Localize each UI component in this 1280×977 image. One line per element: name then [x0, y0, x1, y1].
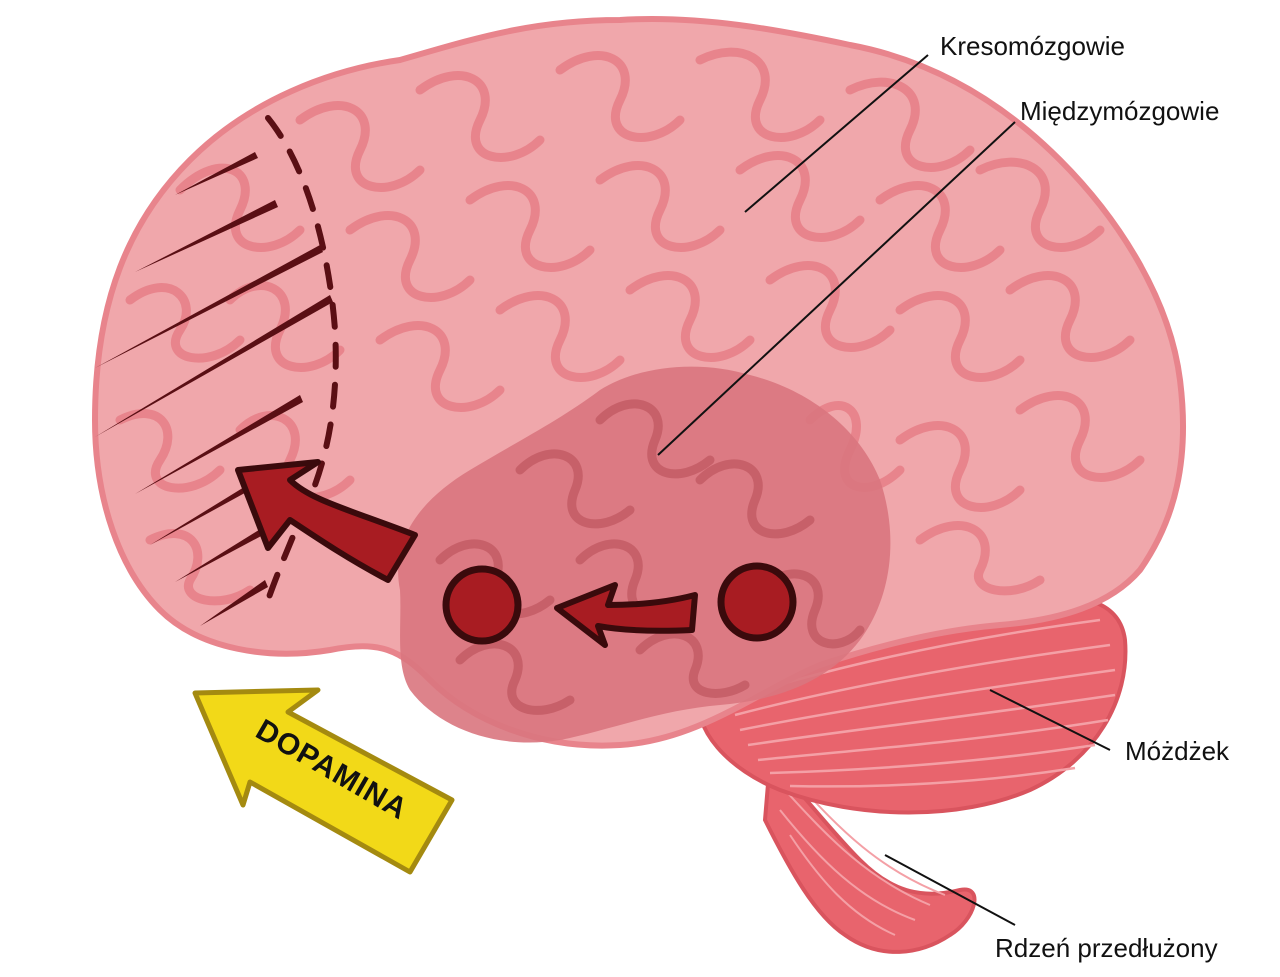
medulla-striations: [779, 779, 946, 936]
label-medulla: Rdzeń przedłużony: [995, 933, 1218, 963]
label-cerebellum: Móżdżek: [1125, 736, 1230, 766]
leader-cerebellum: [989, 689, 1111, 751]
leader-cerebrum: [744, 54, 929, 213]
leader-medulla: [884, 854, 1016, 926]
dopamine-arrow-icon: [192, 687, 455, 875]
label-diencephalon: Międzymózgowie: [1020, 96, 1219, 126]
nucleus-circle-icon: [442, 565, 522, 645]
leader-diencephalon: [657, 121, 1016, 456]
label-cerebrum: Kresomózgowie: [940, 31, 1125, 61]
pathway-arrow-icon: [554, 582, 698, 648]
medulla-shape: [762, 755, 977, 954]
pathway-arrow-icon: [235, 459, 418, 583]
inner-region-shape: [398, 366, 891, 743]
nucleus-circle-icon: [717, 562, 797, 642]
prefrontal-boundary: [265, 115, 339, 603]
